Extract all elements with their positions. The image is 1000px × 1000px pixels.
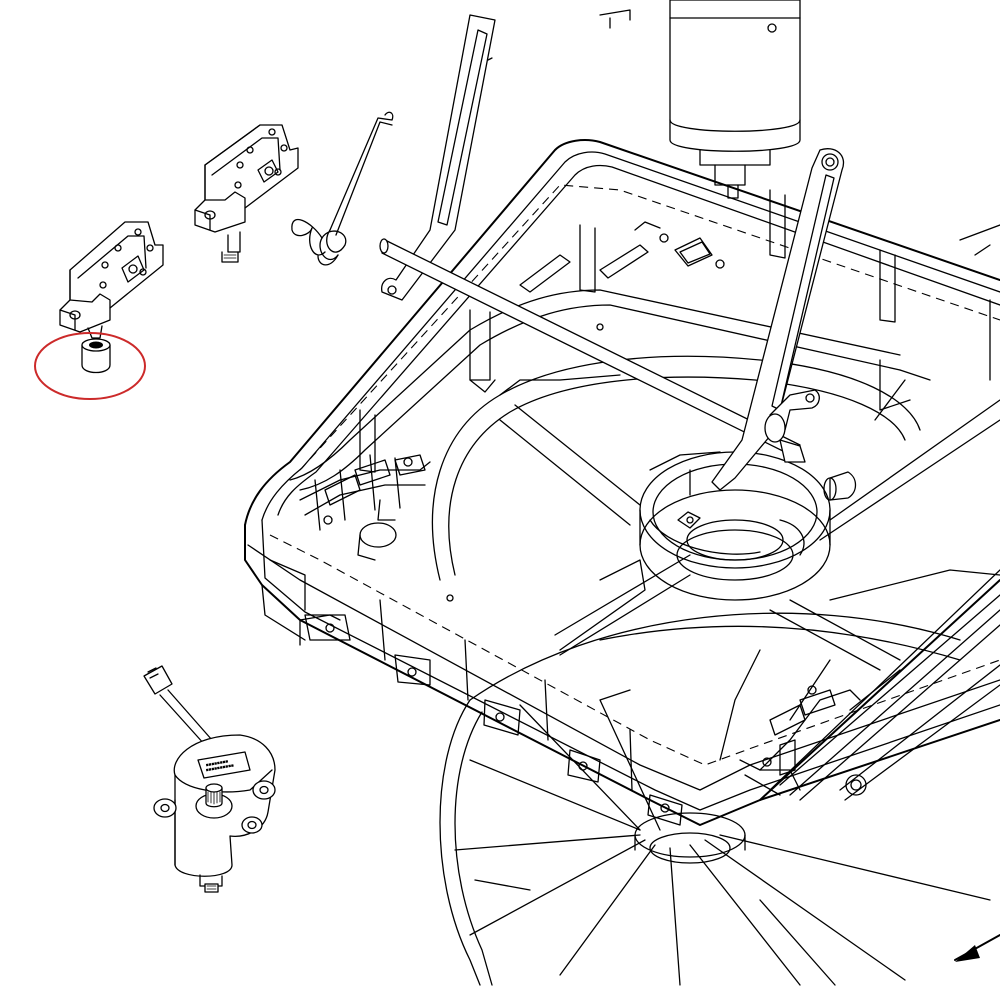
lift-arm-right (711, 148, 845, 491)
bushing (34, 332, 146, 400)
fan-base-frame (244, 139, 1000, 826)
highlight-circle (34, 332, 146, 400)
fan-blade-wheel (439, 612, 1000, 986)
svg-text:■■■■■■■■■■: ■■■■■■■■■■ (205, 763, 234, 772)
gear-motor: ■■■■■■■■ ■■■■■■■■■■ (143, 665, 276, 893)
drive-motor (599, 0, 801, 199)
wire-connector (143, 665, 173, 695)
hinge-bracket-lower (59, 221, 164, 339)
hinge-bracket-upper (194, 124, 299, 263)
torsion-spring (291, 111, 394, 266)
svg-text:■■■■■■■■: ■■■■■■■■ (205, 759, 228, 767)
lift-arm-left (381, 14, 496, 301)
crossbar-rod (379, 238, 806, 463)
